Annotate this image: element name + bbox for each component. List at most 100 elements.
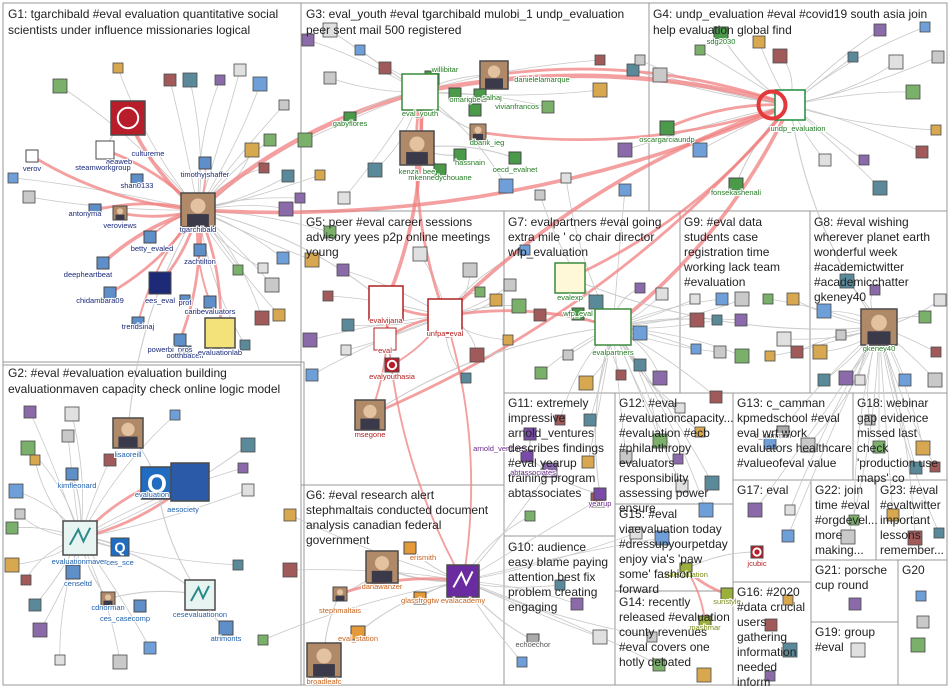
node-unlabeled[interactable]: [239, 339, 251, 351]
node-unlabeled[interactable]: [869, 284, 881, 296]
node-unlabeled[interactable]: [264, 277, 280, 293]
node-unlabeled[interactable]: [378, 61, 392, 75]
node-unlabeled[interactable]: [910, 637, 926, 653]
node-jcubic[interactable]: [750, 545, 764, 559]
node-unlabeled[interactable]: [341, 318, 355, 332]
node-unlabeled[interactable]: [263, 133, 277, 147]
node-unlabeled[interactable]: [619, 450, 633, 464]
node-eval-youth[interactable]: [401, 73, 439, 111]
node-fonsekashenali[interactable]: [728, 177, 744, 193]
node-unlabeled[interactable]: [689, 312, 705, 328]
node-unlabeled[interactable]: [570, 597, 584, 611]
node-unlabeled[interactable]: [581, 455, 595, 469]
node-unlabeled[interactable]: [588, 294, 604, 310]
node-unlabeled[interactable]: [8, 483, 24, 499]
node-unlabeled[interactable]: [734, 348, 750, 364]
node-unlabeled[interactable]: [314, 169, 326, 181]
node-unlabeled[interactable]: [672, 453, 684, 465]
node-veroviews[interactable]: [112, 205, 128, 221]
node-unlabeled[interactable]: [304, 252, 320, 268]
node-unlabeled[interactable]: [850, 642, 866, 658]
node-unlabeled[interactable]: [800, 437, 816, 453]
node-unlabeled[interactable]: [323, 71, 337, 85]
node-stephmaltais[interactable]: [332, 586, 348, 602]
node-danielelamarque[interactable]: [479, 60, 509, 90]
node-unlabeled[interactable]: [541, 100, 555, 114]
node-unlabeled[interactable]: [554, 579, 566, 591]
node-unlabeled[interactable]: [20, 574, 32, 586]
node-unlabeled[interactable]: [929, 461, 941, 473]
node-unlabeled[interactable]: [652, 370, 668, 386]
node-unlabeled[interactable]: [617, 142, 633, 158]
node-unlabeled[interactable]: [305, 368, 319, 382]
node-lisaoreill[interactable]: [112, 417, 144, 449]
node-ees-eval[interactable]: [148, 271, 172, 295]
node-unlabeled[interactable]: [818, 153, 832, 167]
node-unlabeled[interactable]: [169, 409, 181, 421]
node-undp-evaluation[interactable]: [756, 89, 806, 121]
node-unlabeled[interactable]: [786, 292, 800, 306]
node-unlabeled[interactable]: [52, 78, 68, 94]
node-unlabeled[interactable]: [816, 303, 832, 319]
node-unlabeled[interactable]: [560, 172, 572, 184]
node-unlabeled[interactable]: [237, 462, 249, 474]
node-unlabeled[interactable]: [283, 508, 297, 522]
node-echoechor[interactable]: [526, 633, 540, 647]
node-unlabeled[interactable]: [182, 72, 198, 88]
node-unlabeled[interactable]: [233, 63, 247, 77]
node-unlabeled[interactable]: [782, 594, 794, 606]
node-unlabeled[interactable]: [23, 405, 37, 419]
node-unlabeled[interactable]: [629, 526, 643, 540]
node-oecd-evalnet[interactable]: [508, 151, 522, 165]
node-unlabeled[interactable]: [336, 263, 350, 277]
node-kimfleonard[interactable]: [65, 467, 79, 481]
node-unlabeled[interactable]: [14, 508, 26, 520]
node-unlabeled[interactable]: [626, 63, 640, 77]
node-unlabeled[interactable]: [817, 373, 831, 387]
node-arnold-ventures[interactable]: [523, 427, 537, 441]
node-unlabeled[interactable]: [615, 369, 627, 381]
node-zachtilton[interactable]: [193, 243, 207, 257]
node-unlabeled[interactable]: [340, 344, 352, 356]
node-steamworkgroup[interactable]: [95, 140, 115, 160]
node-trendsinaj[interactable]: [131, 316, 145, 330]
node-unlabeled[interactable]: [713, 345, 727, 359]
node-unlabeled[interactable]: [840, 529, 856, 545]
node-unlabeled[interactable]: [907, 530, 923, 546]
node-unlabeled[interactable]: [933, 527, 945, 539]
node-ces-casecomp[interactable]: [133, 599, 147, 613]
node-unlabeled[interactable]: [873, 23, 887, 37]
node-unlabeled[interactable]: [297, 132, 313, 148]
node-unlabeled[interactable]: [734, 313, 748, 327]
node-unlabeled[interactable]: [652, 433, 668, 449]
node-unlabeled[interactable]: [20, 440, 36, 456]
node-unlabeled[interactable]: [835, 329, 847, 341]
node-evalyouthasia[interactable]: [384, 357, 400, 373]
node-unlabeled[interactable]: [534, 366, 548, 380]
node-unlabeled[interactable]: [241, 483, 255, 497]
node-unlabeled[interactable]: [776, 331, 792, 347]
node-unlabeled[interactable]: [4, 557, 20, 573]
node-unlabeled[interactable]: [675, 479, 689, 493]
node-kenza-bee[interactable]: [399, 130, 435, 166]
node-unlabeled[interactable]: [542, 462, 558, 478]
node-aesociety[interactable]: [170, 462, 210, 502]
node-yearup[interactable]: [593, 487, 607, 501]
node-unlabeled[interactable]: [278, 99, 290, 111]
node-unlabeled[interactable]: [655, 287, 669, 301]
node-danawanzer[interactable]: [365, 550, 399, 584]
node-unlabeled[interactable]: [54, 654, 66, 666]
node-unlabeled[interactable]: [930, 124, 942, 136]
node-unlabeled[interactable]: [112, 62, 124, 74]
node-unlabeled[interactable]: [905, 84, 921, 100]
node-viaevaluation[interactable]: [679, 562, 693, 576]
node-unlabeled[interactable]: [782, 642, 798, 658]
node-chidambara09[interactable]: [103, 286, 117, 300]
node-unlabeled[interactable]: [594, 54, 606, 66]
node-unlabeled[interactable]: [839, 273, 855, 289]
node-vivianfrancos[interactable]: [468, 103, 482, 117]
node-mkennedychouane[interactable]: [433, 163, 447, 177]
node-eval-station[interactable]: [350, 625, 366, 641]
node-hassnain[interactable]: [453, 148, 467, 162]
node-unlabeled[interactable]: [112, 654, 128, 670]
